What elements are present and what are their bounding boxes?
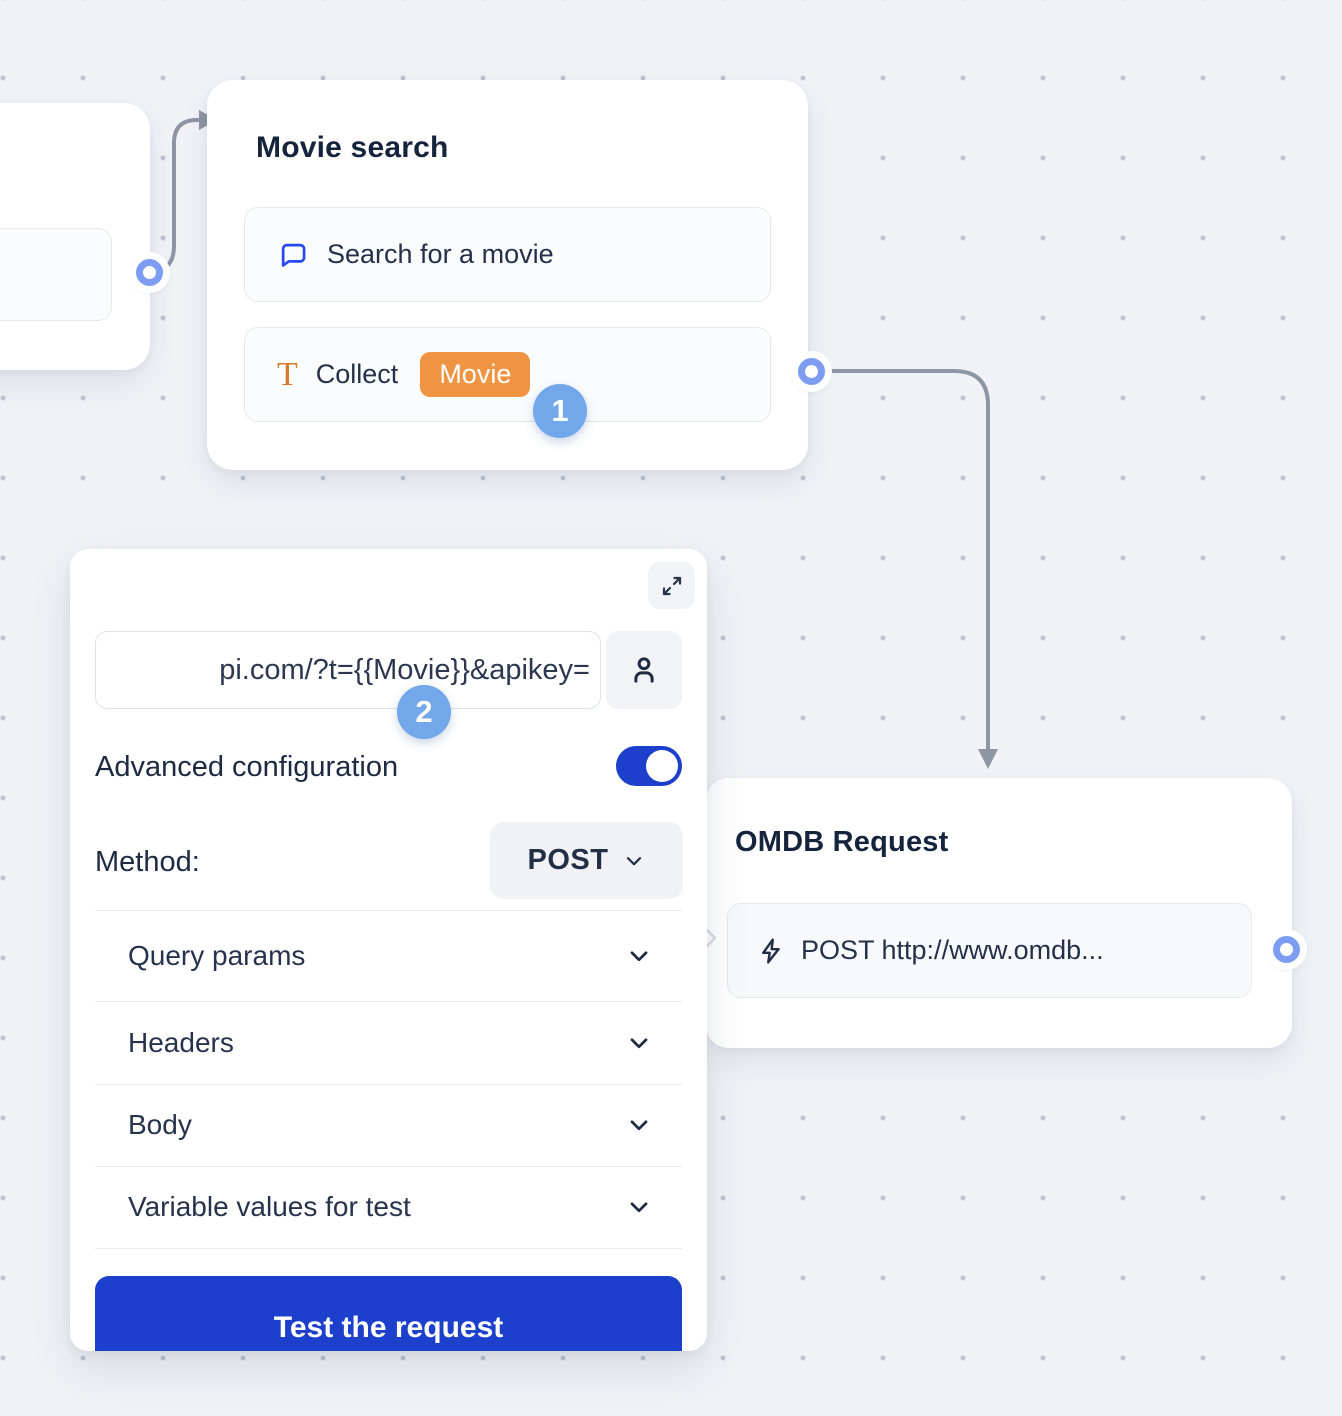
- chevron-down-icon: [623, 850, 645, 872]
- toggle-knob: [646, 750, 678, 782]
- node-card-partial[interactable]: [0, 103, 150, 370]
- divider: [95, 1084, 682, 1085]
- chevron-down-icon: [626, 943, 652, 969]
- node-item-collect-movie[interactable]: T Collect Movie: [244, 327, 771, 422]
- section-body[interactable]: Body: [95, 1084, 682, 1166]
- insert-variable-button[interactable]: [606, 631, 682, 709]
- node-card-omdb-request[interactable]: OMDB Request POST http://www.omdb...: [700, 778, 1292, 1048]
- test-request-button[interactable]: Test the request: [95, 1276, 682, 1351]
- webhook-config-panel: pi.com/?t={{Movie}}&apikey= Advanced con…: [70, 549, 707, 1351]
- wire-movie-search-to-omdb: [821, 369, 990, 752]
- output-port-partial-card[interactable]: [136, 259, 163, 286]
- chat-bubble-icon: [277, 239, 309, 271]
- chevron-down-icon: [626, 1194, 652, 1220]
- expand-icon: [660, 574, 684, 598]
- expand-panel-button[interactable]: [648, 562, 695, 609]
- divider: [95, 1166, 682, 1167]
- chevron-down-icon: [626, 1112, 652, 1138]
- method-dropdown-value: POST: [527, 844, 609, 876]
- wire-arrowhead-down: [978, 749, 998, 769]
- advanced-configuration-toggle[interactable]: [616, 746, 682, 786]
- step-badge-2: 2: [397, 685, 451, 739]
- node-title-omdb-request: OMDB Request: [735, 826, 949, 858]
- advanced-configuration-label: Advanced configuration: [95, 751, 399, 783]
- node-title-movie-search: Movie search: [256, 131, 449, 164]
- wire-welcome-to-movie-search: [155, 118, 201, 273]
- step-badge-1: 1: [533, 384, 587, 438]
- node-card-movie-search[interactable]: Movie search Search for a movie T Collec…: [207, 80, 808, 470]
- chevron-down-icon: [626, 1030, 652, 1056]
- node-item-label: POST http://www.omdb...: [801, 935, 1104, 965]
- method-dropdown[interactable]: POST: [490, 822, 683, 899]
- method-label: Method:: [95, 846, 200, 878]
- divider: [95, 1248, 682, 1249]
- divider: [95, 910, 682, 911]
- url-input[interactable]: pi.com/?t={{Movie}}&apikey=: [95, 631, 601, 709]
- lightning-icon: [756, 936, 786, 966]
- section-variable-values[interactable]: Variable values for test: [95, 1166, 682, 1248]
- url-input-value: pi.com/?t={{Movie}}&apikey=: [219, 653, 590, 686]
- person-icon: [627, 653, 661, 687]
- section-query-params[interactable]: Query params: [95, 910, 682, 1001]
- node-item-label: Search for a movie: [327, 239, 554, 269]
- text-input-icon: T: [277, 355, 298, 393]
- node-item-omdb-post[interactable]: POST http://www.omdb...: [727, 903, 1252, 998]
- node-item-partial[interactable]: [0, 228, 112, 321]
- output-port-movie-search[interactable]: [798, 358, 825, 385]
- divider: [95, 1001, 682, 1002]
- node-item-search-for-movie[interactable]: Search for a movie: [244, 207, 771, 302]
- section-headers[interactable]: Headers: [95, 1001, 682, 1084]
- section-label: Query params: [128, 939, 306, 971]
- variable-badge-movie[interactable]: Movie: [420, 352, 531, 397]
- section-label: Headers: [128, 1026, 234, 1058]
- node-item-label: Collect: [315, 359, 399, 389]
- section-label: Variable values for test: [128, 1191, 411, 1222]
- section-label: Body: [128, 1109, 192, 1140]
- output-port-omdb-request[interactable]: [1273, 936, 1300, 963]
